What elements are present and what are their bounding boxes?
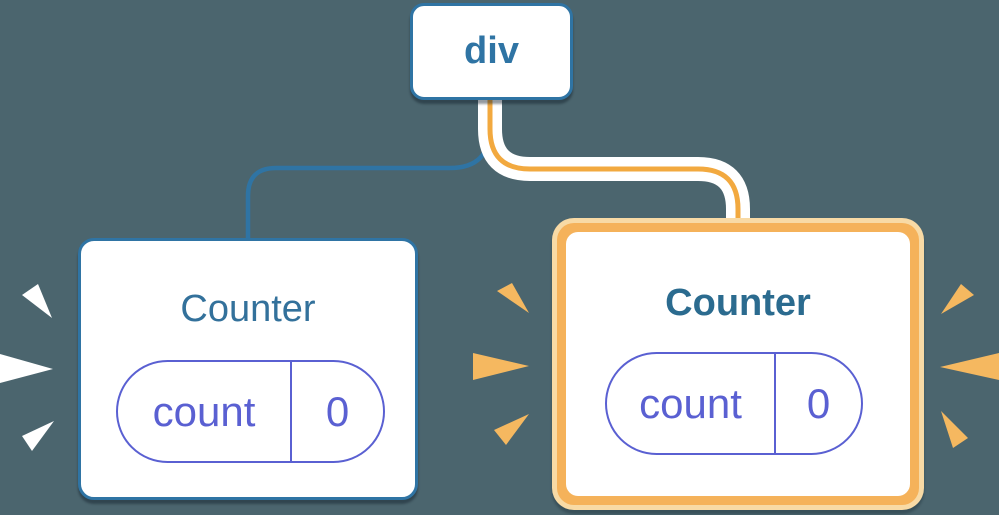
state-pill: count 0 [605,352,863,455]
tree-node-div-label: div [464,30,519,72]
spark-icon [497,283,529,313]
spark-icon [494,414,529,445]
state-pill: count 0 [116,360,385,463]
state-value: 0 [774,354,861,453]
spark-icon [22,284,52,318]
connector-blue [245,100,493,242]
connector-orange-casing [478,98,750,234]
connector-orange [487,98,741,234]
spark-icon [473,353,529,380]
spark-icon [22,421,54,451]
counter-card-left-title: Counter [180,288,316,330]
state-key: count [639,379,742,427]
state-key: count [152,387,256,435]
spark-icon [940,353,999,380]
state-value: 0 [290,362,383,461]
spark-icon [0,354,53,383]
tree-node-div: div [410,3,573,100]
spark-icon [941,411,968,448]
counter-card-left: Counter count 0 [78,238,418,500]
counter-card-right-highlighted: Counter count 0 [552,218,924,510]
spark-icon [941,284,974,314]
counter-card-right-title: Counter [665,282,811,324]
